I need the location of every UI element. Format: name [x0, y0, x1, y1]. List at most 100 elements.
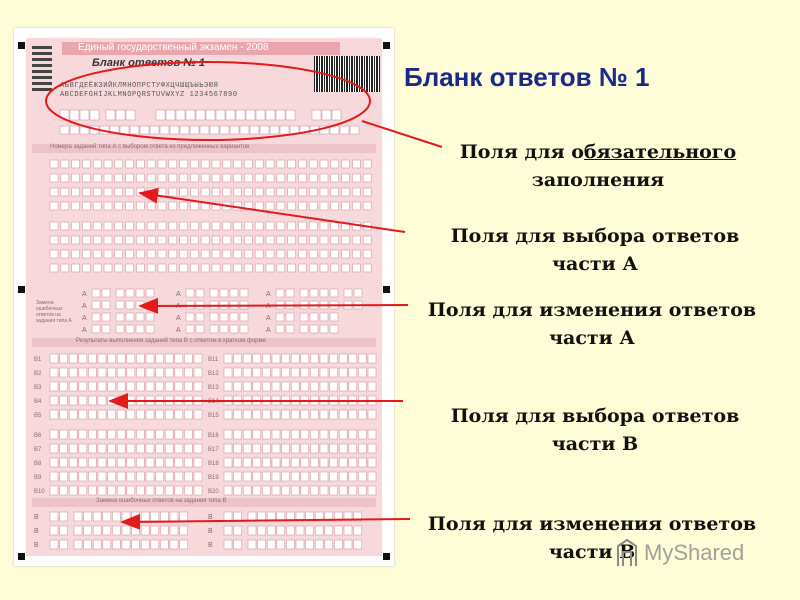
b-answer-cell: [88, 409, 97, 420]
answer-cell: [330, 159, 340, 169]
replace-cell: [285, 288, 295, 298]
b-answer-cell: [358, 409, 367, 420]
answer-cell: [168, 173, 178, 183]
replace-letter: А: [266, 315, 271, 322]
b-answer-cell: [145, 457, 155, 468]
answer-cell: [222, 159, 232, 169]
header-field-cell: [229, 125, 240, 135]
b-answer-cell: [68, 409, 78, 420]
answer-cell: [49, 201, 59, 211]
b-answer-cell: [262, 367, 271, 378]
b-answer-cell: [281, 485, 290, 496]
replace-cell: [343, 525, 353, 536]
header-field-cell: [139, 125, 150, 135]
b-answer-cell: [49, 367, 59, 378]
answer-cell: [276, 201, 286, 211]
answer-cell: [298, 201, 307, 211]
b-answer-cell: [262, 409, 271, 420]
replace-cell: [209, 288, 219, 298]
replace-cell: [275, 288, 285, 298]
answer-cell: [179, 221, 188, 231]
b-answer-cell: [174, 457, 184, 468]
answer-cell: [82, 249, 91, 259]
answer-cell: [157, 235, 167, 245]
b-answer-cell: [223, 471, 233, 482]
b-answer-cell: [319, 353, 329, 364]
b-answer-cell: [107, 353, 116, 364]
b-answer-cell: [155, 409, 164, 420]
b-answer-cell: [262, 429, 271, 440]
header-field-cell: [159, 125, 170, 135]
answer-cell: [71, 235, 80, 245]
b-task-label: В9: [34, 475, 42, 481]
answer-cell: [157, 221, 167, 231]
b-task-label: В12: [208, 371, 219, 377]
b-answer-cell: [252, 429, 262, 440]
answer-cell: [82, 235, 91, 245]
replace-cell: [73, 525, 83, 536]
sample-letters-latin: ABCDEFGHIJKLMNOPQRSTUVWXYZ 1234567890: [60, 91, 238, 99]
b-answer-cell: [68, 381, 78, 392]
b-answer-cell: [184, 409, 193, 420]
answer-cell: [146, 235, 156, 245]
header-field-cell: [89, 109, 100, 121]
registration-mark: [383, 42, 390, 49]
answer-cell: [114, 235, 124, 245]
b-answer-cell: [281, 381, 290, 392]
replace-cell: [329, 288, 339, 298]
replace-cell: [286, 525, 295, 536]
b-task-label: В13: [208, 385, 219, 391]
b-answer-cell: [262, 381, 271, 392]
answer-cell: [60, 173, 70, 183]
caption-text-underlined: бязательного: [583, 141, 737, 163]
answer-sheet: Единый государственный экзамен - 2008 Бл…: [26, 38, 382, 556]
registration-mark: [18, 42, 25, 49]
b-answer-cell: [59, 471, 68, 482]
b-answer-cell: [174, 409, 184, 420]
answer-cell: [330, 187, 340, 197]
b-answer-cell: [68, 485, 78, 496]
b-answer-cell: [223, 485, 233, 496]
b-answer-cell: [338, 429, 348, 440]
b-answer-cell: [97, 457, 107, 468]
part-b-answer-grid: В1В11В2В12В3В13В4В14В5В15В6В16В7В17В8В18…: [34, 353, 377, 496]
answer-cell: [341, 201, 350, 211]
header-field-cell: [59, 125, 70, 135]
b-answer-cell: [97, 409, 107, 420]
answer-cell: [114, 159, 124, 169]
watermark-text: MyShared: [644, 540, 745, 565]
b-answer-cell: [193, 429, 203, 440]
b-answer-cell: [329, 443, 338, 454]
answer-cell: [352, 263, 361, 273]
replace-cell: [92, 539, 102, 550]
b-answer-cell: [319, 367, 329, 378]
b-answer-cell: [271, 429, 281, 440]
caption-text: части А: [552, 253, 638, 275]
answer-cell: [319, 159, 329, 169]
b-answer-cell: [155, 471, 164, 482]
b-answer-cell: [233, 471, 242, 482]
answer-cell: [114, 201, 124, 211]
b-answer-cell: [49, 409, 59, 420]
header-field-cell: [331, 109, 342, 121]
header-fields: [59, 109, 360, 135]
b-answer-cell: [107, 409, 116, 420]
b-answer-cell: [319, 381, 329, 392]
answer-cell: [276, 173, 286, 183]
replace-cell: [179, 525, 188, 536]
stripe-logo: [30, 44, 54, 110]
b-answer-cell: [136, 471, 145, 482]
answer-cell: [287, 235, 296, 245]
answer-cell: [233, 221, 242, 231]
answer-cell: [211, 159, 221, 169]
b-answer-cell: [338, 381, 348, 392]
b-answer-cell: [290, 457, 300, 468]
replace-cell: [209, 312, 219, 322]
answer-cell: [254, 221, 264, 231]
replace-cell: [169, 525, 179, 536]
answer-cell: [103, 249, 113, 259]
b-answer-cell: [174, 429, 184, 440]
answer-cell: [308, 263, 318, 273]
b-answer-cell: [367, 429, 377, 440]
